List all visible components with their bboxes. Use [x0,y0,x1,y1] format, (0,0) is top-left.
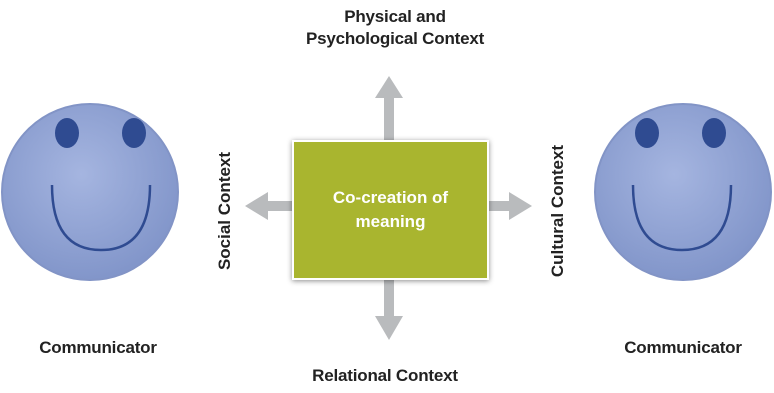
co-creation-box: Co-creation of meaning [292,140,489,280]
left-face-right-eye [122,118,146,148]
right-face-right-eye [702,118,726,148]
arrow-up [375,76,403,140]
arrow-down [375,276,403,340]
right-face-left-eye [635,118,659,148]
arrow-right [485,192,532,220]
context-arrows [245,76,532,340]
right-face-smile [631,184,733,252]
top-label-line-2: Psychological Context [305,29,485,48]
left-communicator-face [1,103,179,281]
center-line-2: meaning [355,212,426,231]
left-communicator-label: Communicator [39,338,157,357]
arrow-left [245,192,292,220]
center-line-1: Co-creation of [332,188,449,207]
physical-psychological-context-label: Physical and Psychological Context [282,6,508,50]
right-face-circle [594,103,772,281]
top-label-line-1: Physical and [344,7,446,26]
right-communicator-label: Communicator [624,338,742,357]
cultural-context-label: Cultural Context [548,144,567,278]
left-face-left-eye [55,118,79,148]
left-face-smile [50,184,152,252]
relational-context-label: Relational Context [312,366,458,385]
right-communicator-face [594,103,772,281]
social-context-label: Social Context [215,151,234,271]
left-face-circle [1,103,179,281]
